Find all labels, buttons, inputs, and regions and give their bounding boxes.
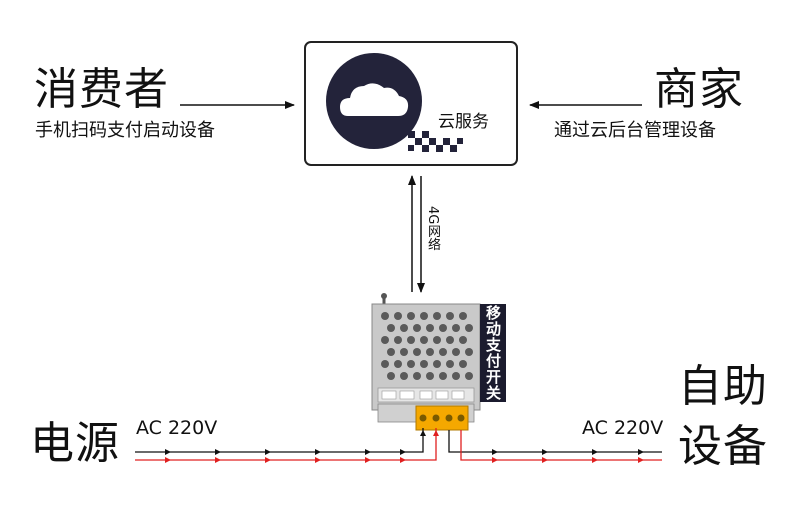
- consumer-title: 消费者: [34, 64, 169, 115]
- consumer-description: 手机扫码支付启动设备: [35, 120, 215, 141]
- equipment-voltage: AC 220V: [582, 417, 664, 439]
- merchant-description: 通过云后台管理设备: [554, 120, 716, 141]
- power-title: 电源: [30, 418, 120, 469]
- payment-switch-device: [371, 293, 481, 431]
- equipment-title-line2: 设备: [678, 421, 768, 472]
- equipment-title-line1: 自助: [678, 361, 768, 412]
- network-label: 4G网络: [425, 206, 440, 251]
- power-live-wire: [135, 428, 437, 461]
- equipment-output-wiring: [448, 430, 662, 463]
- device-label: 移动支付开关: [480, 304, 506, 402]
- cloud-service-label: 云服务: [438, 112, 489, 132]
- equipment-neutral-wire: [448, 430, 662, 453]
- power-input-wiring: [135, 428, 439, 463]
- power-voltage: AC 220V: [136, 417, 218, 439]
- merchant-title: 商家: [654, 64, 744, 115]
- terminal-block: [415, 405, 469, 431]
- cloud-service-box: 云服务: [304, 41, 518, 166]
- cloud-icon: [326, 53, 463, 152]
